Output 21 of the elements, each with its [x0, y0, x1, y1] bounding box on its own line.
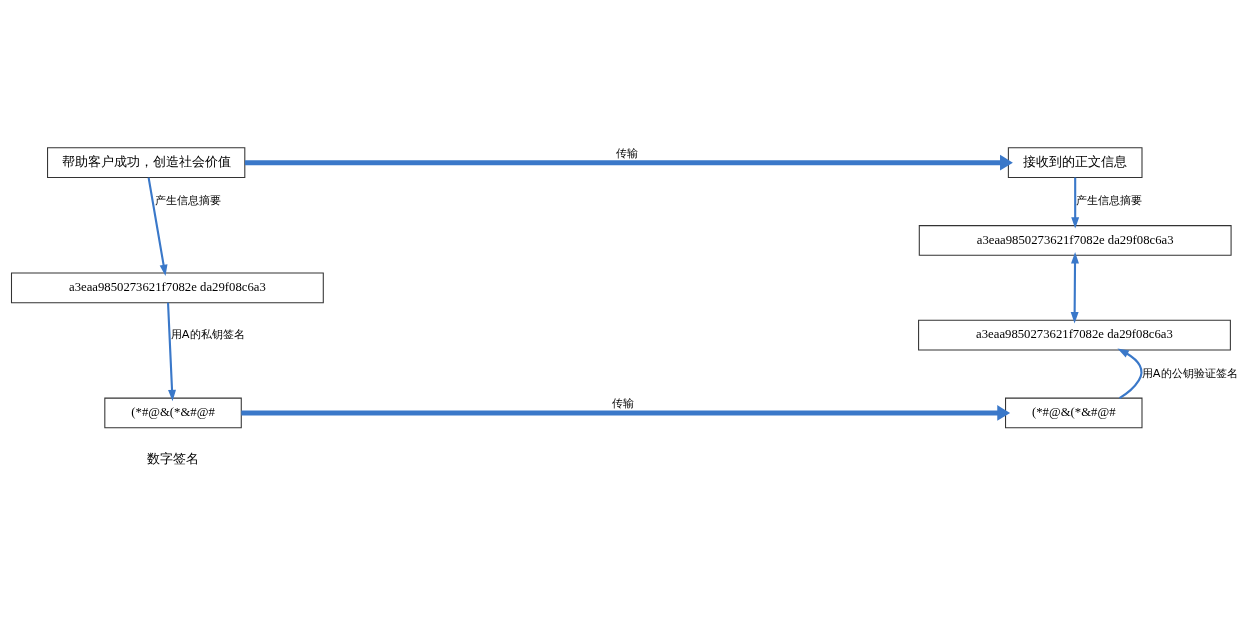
edge-label: 用A的公钥验证签名: [1141, 366, 1238, 380]
arrow: [244, 154, 1013, 171]
node-box: 帮助客户成功，创造社会价值: [47, 146, 246, 178]
edge-label: 产生信息摘要: [1075, 193, 1142, 207]
arrow: [1117, 348, 1143, 399]
arrow: [241, 404, 1011, 421]
node-box: a3eaa9850273621f7082e da29f08c6a3: [918, 224, 1232, 256]
node-box: (*#@&(*&#@#: [1005, 397, 1143, 428]
arrow: [1070, 251, 1079, 323]
arrow: [167, 302, 176, 401]
edge-label: 传输: [612, 396, 635, 410]
edge-label: 产生信息摘要: [154, 193, 221, 207]
label: 数字签名: [147, 450, 200, 466]
node-box: a3eaa9850273621f7082e da29f08c6a3: [10, 271, 324, 303]
node-box: 接收到的正文信息: [1007, 146, 1143, 178]
node-box: (*#@&(*&#@#: [104, 397, 242, 428]
node-box: a3eaa9850273621f7082e da29f08c6a3: [918, 319, 1231, 351]
edge-label: 传输: [615, 146, 638, 160]
arrow: [1071, 177, 1080, 229]
arrow: [147, 176, 168, 276]
edge-label: 用A的私钥签名: [170, 327, 245, 341]
